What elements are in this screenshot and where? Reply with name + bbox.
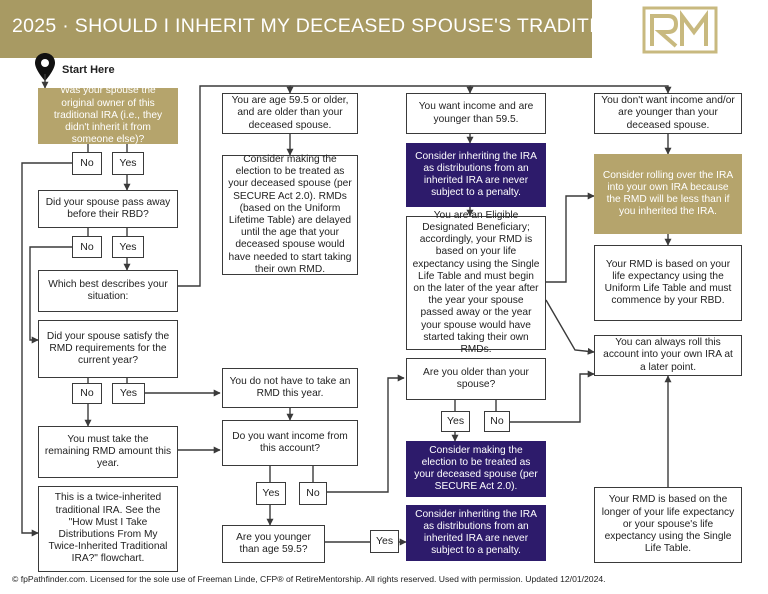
answer-yes-button[interactable]: Yes [370,530,399,553]
question-satisfy-rmd: Did your spouse satisfy the RMD requirem… [38,320,178,378]
outcome-consider-rollover: Consider rolling over the IRA into your … [594,154,742,234]
answer-no-button[interactable]: No [484,411,510,432]
situation-dont-want-income: You don't want income and/or are younger… [594,93,742,134]
logo [592,0,768,58]
outcome-consider-election-secure: Consider making the election to be treat… [222,154,358,275]
answer-yes-button[interactable]: Yes [441,411,470,432]
outcome-consider-inheriting-2: Consider inheriting the IRA as distribut… [406,505,546,561]
outcome-rmd-uniform-table: Your RMD is based on your life expectanc… [594,245,742,321]
outcome-no-rmd-this-year: You do not have to take an RMD this year… [222,368,358,408]
outcome-eligible-designated-beneficiary: You are an Eligible Designated Beneficia… [406,210,546,355]
answer-yes-button[interactable]: Yes [112,383,145,404]
question-want-income: Do you want income from this account? [222,420,358,466]
answer-yes-button[interactable]: Yes [112,152,144,175]
location-pin-icon [35,53,55,81]
outcome-consider-election-2: Consider making the election to be treat… [406,441,546,497]
answer-no-button[interactable]: No [299,482,327,505]
outcome-must-take-rmd: You must take the remaining RMD amount t… [38,426,178,478]
page-title: 2025 · SHOULD I INHERIT MY DECEASED SPOU… [12,15,699,37]
outcome-rmd-longer-life: Your RMD is based on the longer of your … [594,487,742,563]
footer-copyright: © fpPathfinder.com. Licensed for the sol… [12,574,606,584]
answer-yes-button[interactable]: Yes [256,482,286,505]
answer-no-button[interactable]: No [72,236,102,258]
situation-want-income-younger: You want income and are younger than 59.… [406,93,546,134]
answer-no-button[interactable]: No [72,152,102,175]
situation-older-595: You are age 59.5 or older, and are older… [222,93,358,134]
outcome-consider-inheriting-1: Consider inheriting the IRA as distribut… [406,143,546,207]
question-before-rbd: Did your spouse pass away before their R… [38,190,178,228]
answer-no-button[interactable]: No [72,383,102,404]
question-situation: Which best describes your situation: [38,270,178,312]
brand-logo-icon [642,6,718,54]
outcome-roll-later: You can always roll this account into yo… [594,335,742,376]
question-original-owner: Was your spouse the original owner of th… [38,85,178,145]
outcome-twice-inherited: This is a twice-inherited traditional IR… [38,486,178,572]
start-here-label: Start Here [62,64,115,76]
question-older-than-spouse: Are you older than your spouse? [406,358,546,400]
question-younger-595: Are you younger than age 59.5? [222,525,325,563]
answer-yes-button[interactable]: Yes [112,236,144,258]
